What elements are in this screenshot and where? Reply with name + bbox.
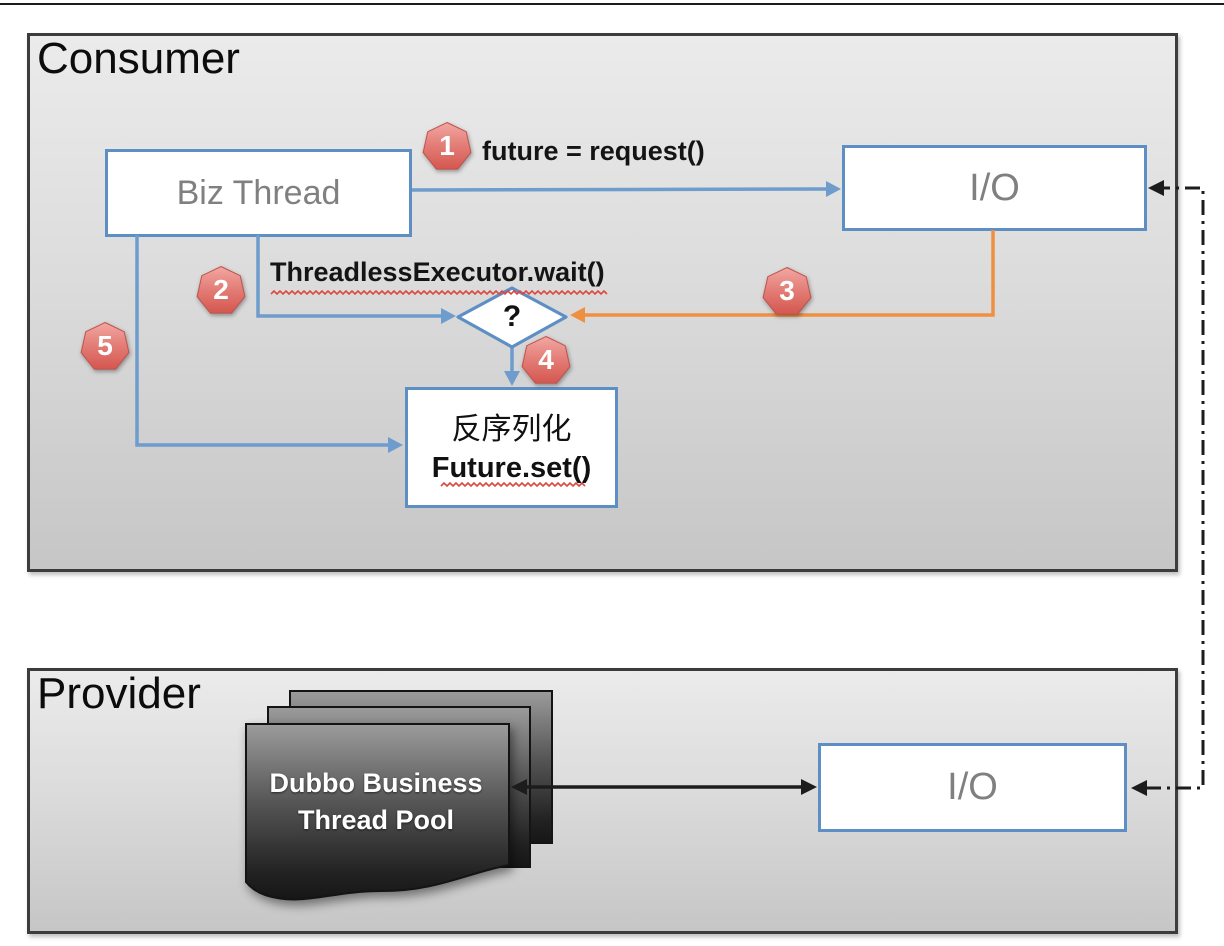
step-badge-5-number: 5 (97, 330, 113, 361)
io-provider-box: I/O (818, 743, 1127, 832)
request-label: future = request() (482, 136, 705, 166)
step-badge-5: 5 (79, 321, 131, 373)
wait-label: ThreadlessExecutor.wait() (270, 257, 605, 287)
consumer-title: Consumer (37, 34, 240, 83)
provider-title: Provider (37, 669, 201, 718)
step-badge-1: 1 (421, 121, 473, 173)
thread-pool-line2: Thread Pool (297, 805, 454, 835)
step-badge-1-number: 1 (439, 130, 455, 161)
step-badge-3-number: 3 (779, 275, 795, 306)
top-edge-line (0, 3, 1224, 5)
step-badge-4: 4 (520, 335, 572, 387)
biz-thread-label: Biz Thread (176, 173, 341, 212)
heptagon-icon (80, 321, 130, 370)
decision-question-mark: ? (502, 300, 522, 333)
biz-thread-box: Biz Thread (105, 149, 412, 237)
thread-pool-line1: Dubbo Business (269, 768, 483, 798)
step-badge-3: 3 (761, 266, 813, 318)
heptagon-icon (422, 121, 472, 170)
io-consumer-label: I/O (969, 166, 1020, 209)
deserialize-box: 反序列化 Future.set() (405, 387, 618, 508)
step-badge-2: 2 (195, 265, 247, 317)
step-badge-4-number: 4 (538, 344, 554, 375)
thread-pool-label: Dubbo Business Thread Pool (245, 765, 507, 839)
deserialize-line1: 反序列化 (451, 411, 572, 447)
io-consumer-box: I/O (842, 145, 1147, 231)
thread-pool-card-front (245, 723, 510, 901)
step-badge-2-number: 2 (213, 274, 229, 305)
wait-squiggle-underline (270, 290, 608, 296)
io-provider-label: I/O (947, 766, 998, 808)
deserialize-line2: Future.set() (431, 451, 592, 484)
future-squiggle-underline (440, 482, 586, 488)
